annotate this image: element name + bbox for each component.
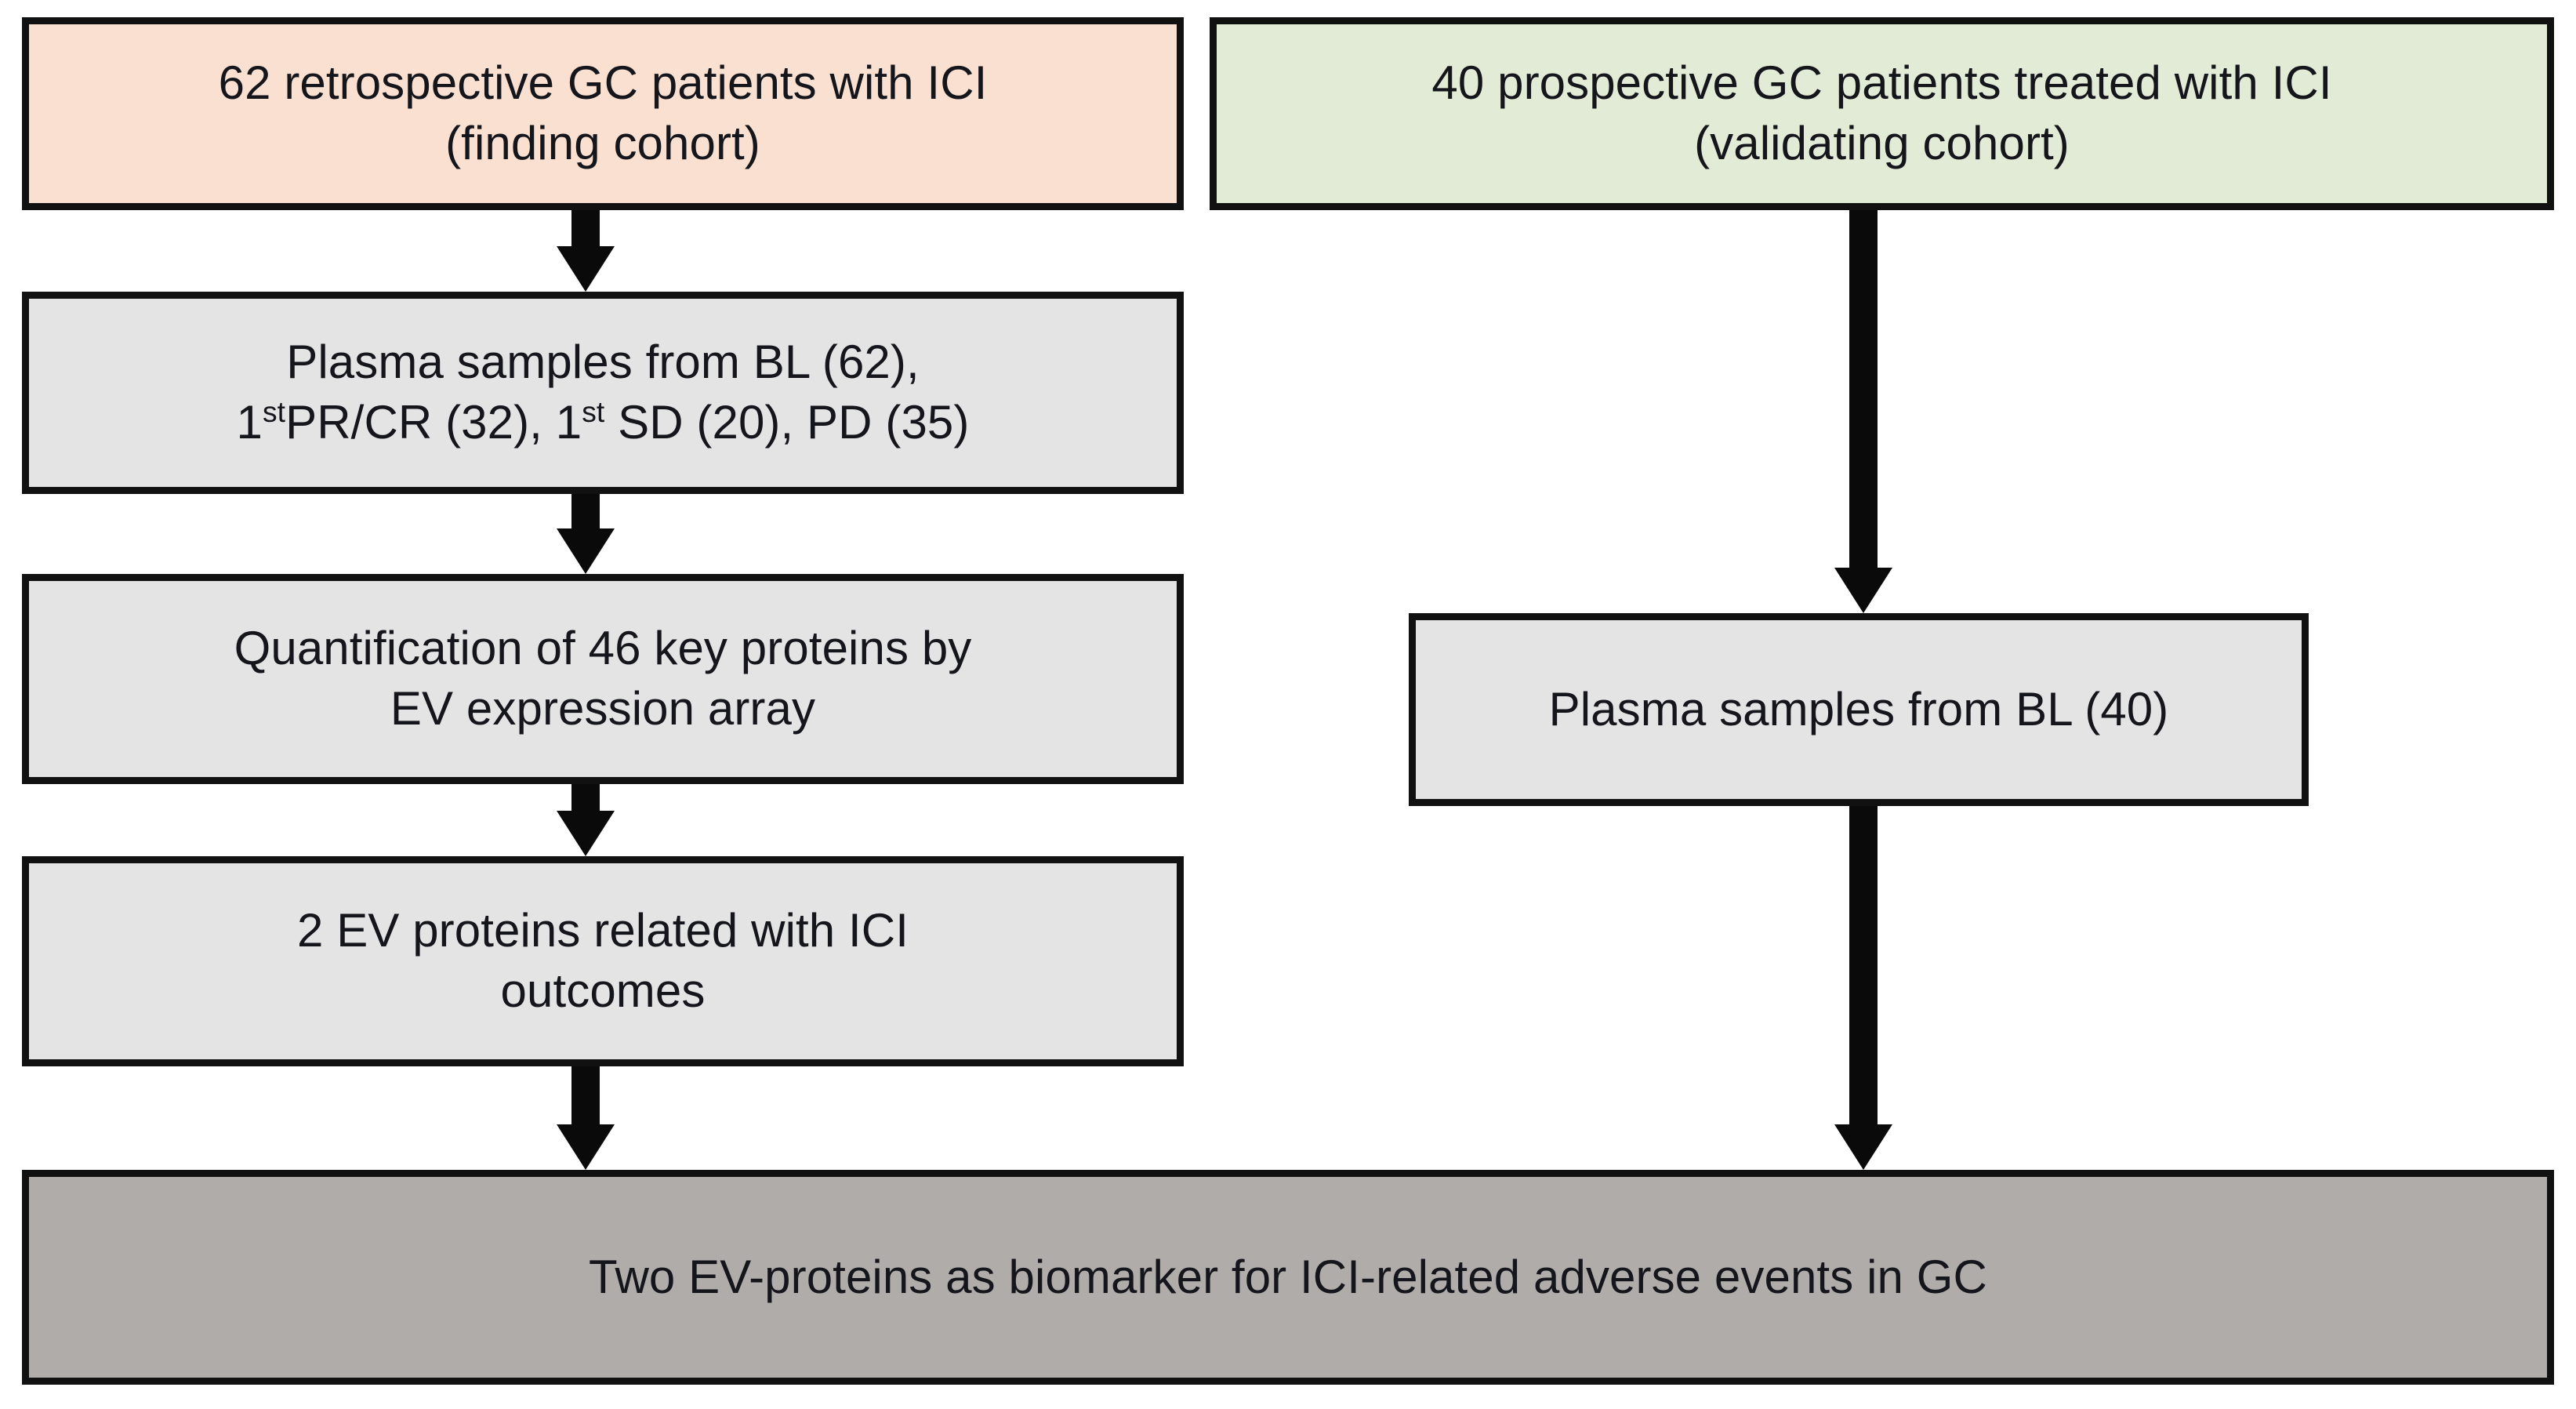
arrow-validating-to-plasma40 [1834,210,1892,613]
node-ev-proteins: 2 EV proteins related with ICI outcomes [22,856,1184,1066]
node-finding-cohort-text: 62 retrospective GC patients with ICI (fi… [43,53,1163,174]
node-quantification-line1: Quantification of 46 key proteins by [234,622,972,675]
arrow-plasma40-to-conclusion [1834,806,1892,1170]
node-validating-cohort: 40 prospective GC patients treated with … [1210,17,2554,210]
node-quantification-line2: EV expression array [390,682,816,735]
plasma-line2-end: SD (20), PD (35) [604,396,970,448]
node-plasma-samples-finding-line2: 1stPR/CR (32), 1st SD (20), PD (35) [237,396,970,448]
node-ev-proteins-line1: 2 EV proteins related with ICI [296,904,909,957]
node-validating-cohort-line2: (validating cohort) [1694,117,2070,169]
node-finding-cohort-line1: 62 retrospective GC patients with ICI [218,56,988,110]
ordinal-suffix-a: st [262,395,286,428]
ordinal-one-a: 1 [236,396,263,448]
node-quantification-text: Quantification of 46 key proteins by EV e… [43,619,1163,739]
node-conclusion: Two EV-proteins as biomarker for ICI-rel… [22,1170,2554,1385]
node-plasma-samples-finding-line1: Plasma samples from BL (62), [286,336,920,389]
node-ev-proteins-line2: outcomes [500,964,706,1017]
node-plasma-samples-finding: Plasma samples from BL (62),1stPR/CR (32… [22,292,1184,494]
node-plasma-samples-validating: Plasma samples from BL (40) [1409,613,2309,806]
arrow-finding-to-plasma [557,210,615,292]
plasma-line2-mid: PR/CR (32), 1 [285,396,582,448]
node-validating-cohort-text: 40 prospective GC patients treated with … [1231,53,2533,174]
node-quantification: Quantification of 46 key proteins by EV e… [22,574,1184,784]
node-finding-cohort: 62 retrospective GC patients with ICI (fi… [22,17,1184,210]
arrow-plasma-to-quantification [557,494,615,574]
ordinal-suffix-b: st [582,395,605,428]
node-conclusion-text: Two EV-proteins as biomarker for ICI-rel… [589,1250,1987,1303]
arrow-evproteins-to-conclusion [557,1066,615,1170]
node-finding-cohort-line2: (finding cohort) [445,117,760,169]
node-plasma-samples-validating-text: Plasma samples from BL (40) [1548,682,2169,735]
node-plasma-samples-finding-text: Plasma samples from BL (62),1stPR/CR (32… [43,332,1163,453]
node-validating-cohort-line1: 40 prospective GC patients treated with … [1431,56,2332,110]
node-ev-proteins-text: 2 EV proteins related with ICI outcomes [43,901,1163,1022]
arrow-quantification-to-evproteins [557,784,615,856]
